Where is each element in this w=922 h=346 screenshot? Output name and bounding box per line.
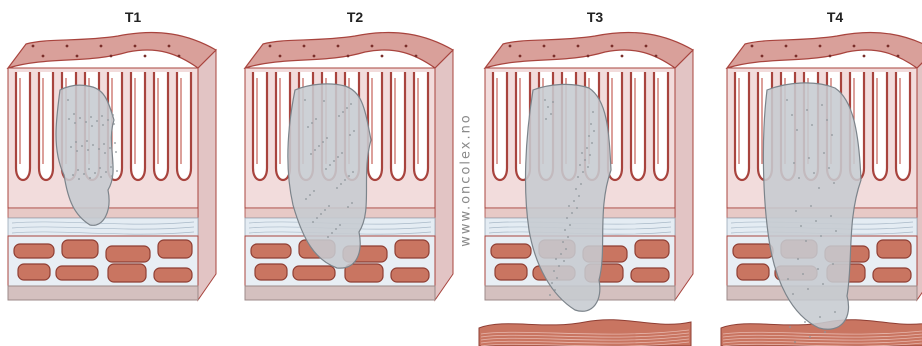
mucosal-surface-t3: [485, 32, 693, 68]
side-face-t2: [435, 50, 453, 300]
watermark: www.oncolex.no: [459, 113, 474, 247]
side-face-t1: [198, 50, 216, 300]
tissue-block-t1: [8, 32, 216, 300]
tissue-block-t4: [721, 32, 922, 346]
serosa-t2: [245, 286, 435, 300]
side-face-t3: [675, 50, 693, 300]
side-face-t4: [917, 50, 922, 300]
tissue-block-t3: [479, 32, 693, 346]
mucosal-surface-t2: [245, 32, 453, 68]
serosa-t1: [8, 286, 198, 300]
tissue-block-t2: [245, 32, 453, 300]
mucosal-surface-t1: [8, 32, 216, 68]
mucosal-surface-t4: [727, 32, 922, 68]
